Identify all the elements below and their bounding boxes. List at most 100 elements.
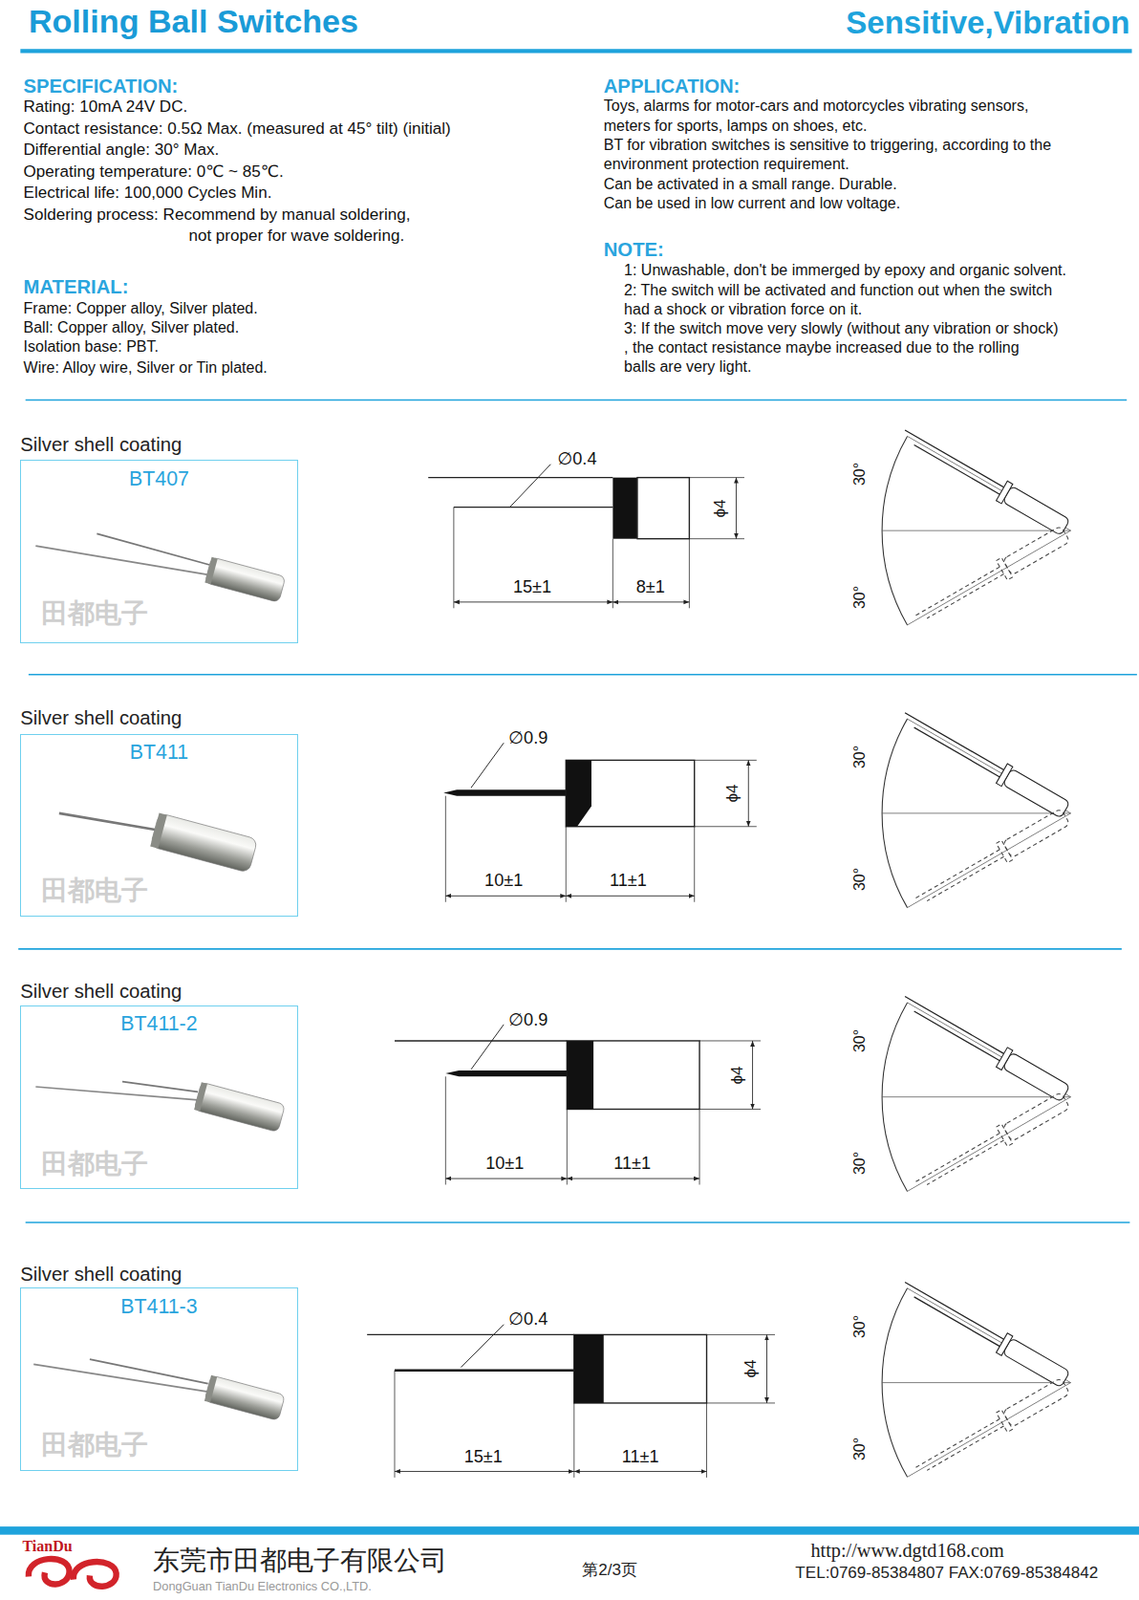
watermark: 田都电子 (41, 1147, 149, 1180)
drawing-line (28, 673, 1138, 676)
spec-text: , the contact resistance maybe increased… (623, 338, 1020, 357)
watermark: 田都电子 (41, 597, 149, 629)
drawing-path (443, 789, 566, 796)
drawing-line (35, 545, 207, 575)
drawing-use (881, 989, 1072, 1196)
drawing-use (881, 706, 1072, 912)
drawing-line (33, 1363, 208, 1392)
spec-text: Rating: 10mA 24V DC. (23, 97, 189, 117)
drawing-rect (566, 1040, 700, 1110)
dimension-label: 15±1 (511, 577, 554, 599)
dimension-label: 30° (850, 743, 869, 771)
drawing-use (881, 1275, 1072, 1482)
drawing-line (612, 601, 689, 602)
drawing-rect (0, 1525, 1139, 1535)
drawing-line (445, 1075, 447, 1184)
drawing-line (573, 1402, 575, 1478)
dimension-label: ∅0.9 (506, 728, 550, 750)
contact-numbers: TEL:0769-85384807 FAX:0769-85384842 (795, 1563, 1098, 1583)
model-number: BT411-3 (21, 1294, 297, 1320)
dimension-label: 30° (850, 1027, 869, 1054)
drawing-rect (566, 1040, 594, 1110)
dimension-label: 10±1 (482, 871, 525, 893)
drawing-line (699, 1108, 761, 1110)
drawing-line (694, 759, 757, 761)
drawing-line (566, 1108, 568, 1184)
drawing-line (394, 1039, 567, 1041)
section-heading: NOTE: (603, 237, 665, 261)
drawing-line (707, 1333, 775, 1335)
spec-text: 3: If the switch move very slowly (witho… (623, 319, 1058, 338)
spec-text: BT for vibration switches is sensitive t… (603, 135, 1052, 154)
drawing-line (565, 895, 694, 897)
drawing-path (28, 1558, 70, 1584)
drawing-path (73, 1561, 117, 1587)
drawing-line (25, 1221, 1131, 1224)
drawing-line (122, 1081, 198, 1093)
drawing-line (706, 1402, 708, 1478)
company-name-en: DongGuan TianDu Electronics CO.,LTD. (152, 1578, 372, 1593)
spec-text: Can be activated in a small range. Durab… (603, 174, 898, 194)
dimension-label: 30° (850, 582, 869, 610)
drawing-line (735, 477, 737, 539)
section-heading: Silver shell coating (20, 979, 298, 1003)
dimension-label: ϕ4 (727, 1064, 747, 1087)
drawing-g (204, 1375, 285, 1421)
drawing-rect (150, 812, 168, 848)
dimension-label: ϕ4 (710, 496, 731, 519)
drawing-line (748, 759, 750, 826)
dimension-label: ϕ4 (723, 781, 743, 804)
dimension-label: 15±1 (462, 1446, 505, 1468)
dimension-label: ∅0.4 (556, 450, 600, 472)
spec-text: had a shock or vibration force on it. (623, 300, 862, 319)
drawing-line (565, 826, 567, 903)
spec-text: Toys, alarms for motor-cars and motorcyc… (603, 96, 1030, 115)
section-heading: APPLICATION: (603, 74, 741, 98)
drawing-line (766, 1333, 768, 1403)
drawing-line (471, 1024, 504, 1070)
drawing-line (752, 1040, 753, 1110)
section-heading: Silver shell coating (20, 1262, 298, 1286)
drawing-rect (150, 812, 258, 873)
drawing-line (699, 1108, 701, 1184)
drawing-line (25, 399, 1128, 402)
dimension-label: 11±1 (611, 1153, 653, 1175)
drawing-line (566, 1178, 700, 1180)
model-number: BT407 (21, 467, 297, 493)
dimension-label: ∅0.9 (506, 1010, 550, 1032)
dimension-label: ϕ4 (741, 1356, 761, 1379)
drawing-rect (574, 1333, 708, 1403)
dimension-label: 30° (850, 865, 869, 893)
dimension-label: 8±1 (634, 577, 667, 599)
spec-text: Soldering process: Recommend by manual s… (23, 205, 411, 225)
watermark: 田都电子 (41, 874, 149, 906)
drawing-line (18, 947, 1122, 950)
dimension-label: 30° (850, 1435, 869, 1462)
spec-text: Contact resistance: 0.5Ω Max. (measured … (23, 119, 452, 139)
drawing-line (453, 506, 613, 508)
dimension-label: ∅0.4 (506, 1310, 550, 1332)
spec-text: Wire: Alloy wire, Silver or Tin plated. (23, 358, 268, 377)
drawing-line (612, 538, 614, 609)
drawing-line (394, 1368, 575, 1372)
spec-text: not proper for wave soldering. (188, 226, 405, 246)
logo-text: TianDu (21, 1536, 72, 1555)
drawing-rect (204, 557, 285, 603)
drawing-line (445, 1178, 567, 1180)
spec-text: Isolation base: PBT. (23, 337, 159, 356)
drawing-use (881, 424, 1072, 630)
drawing-line (471, 742, 504, 788)
website: http://www.dgtd168.com (810, 1538, 1004, 1562)
spec-text: balls are very light. (623, 357, 752, 376)
drawing-line (445, 895, 566, 897)
dimension-label: 30° (850, 460, 869, 488)
model-number: BT411-2 (21, 1011, 297, 1037)
drawing-rect (565, 759, 694, 826)
drawing-line (366, 1333, 575, 1335)
drawing-line (453, 601, 613, 602)
dimension-label: 11±1 (620, 1446, 662, 1468)
spec-text: Operating temperature: 0℃ ~ 85℃. (23, 162, 284, 182)
section-heading: Silver shell coating (20, 706, 298, 730)
drawing-line (96, 533, 210, 565)
